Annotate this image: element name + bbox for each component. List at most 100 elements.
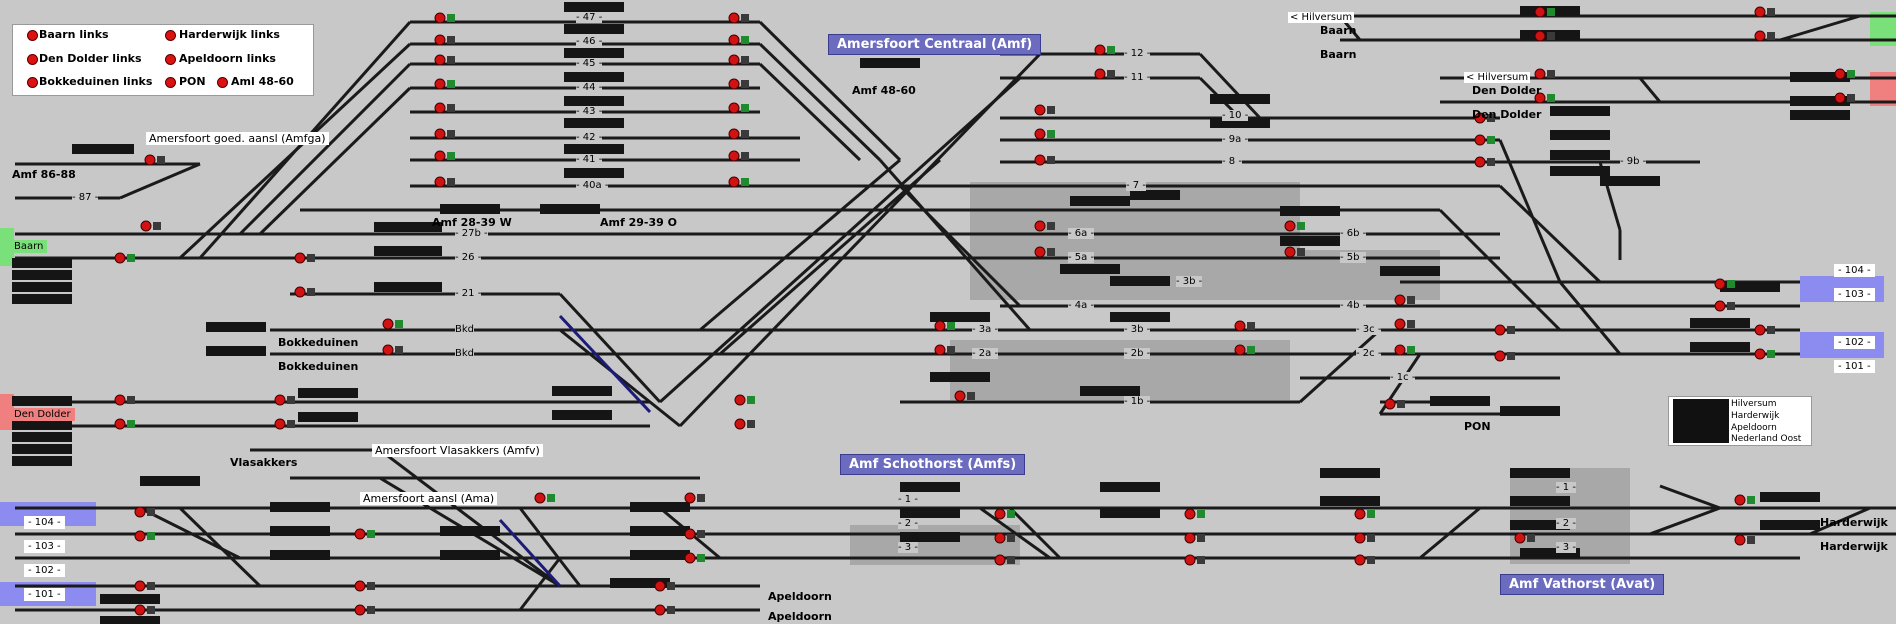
signal-red-icon[interactable] [654,604,666,616]
signal-red-icon[interactable] [1734,494,1746,506]
track-6b[interactable]: - 6b - [1340,228,1367,239]
signal-red-icon[interactable] [728,150,740,162]
signal-red-icon[interactable] [1354,508,1366,520]
signal-red-icon[interactable] [734,394,746,406]
signal-red-icon[interactable] [134,580,146,592]
signal[interactable] [434,102,455,114]
signal-red-icon[interactable] [114,394,126,406]
signal-red-icon[interactable] [1734,534,1746,546]
signal[interactable] [684,552,705,564]
signal-red-icon[interactable] [934,320,946,332]
signal[interactable] [1354,508,1375,520]
signal[interactable] [1394,344,1415,356]
signal-red-icon[interactable] [1284,246,1296,258]
location-amf-48-60[interactable]: Amf 48-60 [852,84,916,97]
signal-red-icon[interactable] [1034,246,1046,258]
track-4a[interactable]: - 4a - [1068,300,1095,311]
track-vathorst-3[interactable]: - 3 - [1556,542,1576,553]
location-baarn-2[interactable]: Baarn [1320,48,1357,61]
signal[interactable] [294,286,315,298]
signal-red-icon[interactable] [1284,220,1296,232]
signal[interactable] [294,252,315,264]
signal-red-icon[interactable] [382,318,394,330]
entry-right-101[interactable]: - 101 - [1834,360,1875,373]
station-amersfoort-centraal[interactable]: Amersfoort Centraal (Amf) [828,34,1042,55]
entry-101[interactable]: - 101 - [24,588,65,601]
location-amf-29-39-o[interactable]: Amf 29-39 O [600,216,677,229]
signal[interactable] [1354,554,1375,566]
signal[interactable] [1234,344,1255,356]
track-44[interactable]: - 44 - [576,82,603,93]
signal-red-icon[interactable] [728,12,740,24]
signal-red-icon[interactable] [1714,300,1726,312]
signal-red-icon[interactable] [1234,344,1246,356]
signal[interactable] [728,54,749,66]
signal-red-icon[interactable] [1534,92,1546,104]
signal-red-icon[interactable] [954,390,966,402]
signal[interactable] [382,344,403,356]
entry-baarn[interactable]: Baarn [10,240,48,253]
signal-red-icon[interactable] [1184,554,1196,566]
location-den-dolder-1[interactable]: Den Dolder [1472,84,1542,97]
signal[interactable] [654,580,675,592]
signal-red-icon[interactable] [434,128,446,140]
track-10[interactable]: - 10 - [1222,110,1249,121]
signal[interactable] [1034,246,1055,258]
signal-red-icon[interactable] [654,580,666,592]
signal[interactable] [1234,320,1255,332]
signal[interactable] [134,506,155,518]
track-43[interactable]: - 43 - [576,106,603,117]
track-3b[interactable]: - 3b - [1124,324,1151,335]
signal-red-icon[interactable] [728,34,740,46]
signal-red-icon[interactable] [1754,6,1766,18]
track-9b[interactable]: - 9b - [1620,156,1647,167]
signal[interactable] [382,318,403,330]
signal[interactable] [134,604,155,616]
signal-red-icon[interactable] [1184,532,1196,544]
signal-red-icon[interactable] [1394,318,1406,330]
location-baarn-1[interactable]: Baarn [1320,24,1357,37]
signal-red-icon[interactable] [1474,134,1486,146]
signal-red-icon[interactable] [1384,398,1396,410]
signal[interactable] [734,394,755,406]
signal-red-icon[interactable] [274,418,286,430]
signal-red-icon[interactable] [1184,508,1196,520]
track-5b[interactable]: - 5b - [1340,252,1367,263]
track-schothorst-3[interactable]: - 3 - [898,542,918,553]
signal-red-icon[interactable] [684,528,696,540]
signal[interactable] [1534,6,1555,18]
track-vathorst-2[interactable]: - 2 - [1556,518,1576,529]
signal-red-icon[interactable] [1534,6,1546,18]
signal-red-icon[interactable] [1714,278,1726,290]
signal-red-icon[interactable] [734,418,746,430]
signal[interactable] [1184,554,1205,566]
signal[interactable] [728,128,749,140]
signal[interactable] [274,394,295,406]
signal[interactable] [134,530,155,542]
track-6a[interactable]: - 6a - [1068,228,1095,239]
signal[interactable] [654,604,675,616]
signal-red-icon[interactable] [1354,532,1366,544]
track-40a[interactable]: - 40a - [576,180,609,191]
signal[interactable] [1284,246,1305,258]
signal[interactable] [1534,68,1555,80]
location-apeldoorn-1[interactable]: Apeldoorn [768,590,832,603]
location-bokkeduinen-2[interactable]: Bokkeduinen [278,360,359,373]
track-schothorst-1[interactable]: - 1 - [898,494,918,505]
signal[interactable] [1034,104,1055,116]
signal[interactable] [934,344,955,356]
signal[interactable] [1094,44,1115,56]
track-27b[interactable]: - 27b - [455,228,488,239]
signal[interactable] [934,320,955,332]
track-bkd-2[interactable]: Bkd [455,348,474,359]
track-3a[interactable]: - 3a - [972,324,999,335]
signal[interactable] [1474,156,1495,168]
signal[interactable] [1754,6,1775,18]
signal-red-icon[interactable] [140,220,152,232]
signal-red-icon[interactable] [434,34,446,46]
signal-red-icon[interactable] [1394,344,1406,356]
signal-red-icon[interactable] [354,528,366,540]
signal[interactable] [1034,128,1055,140]
track-45[interactable]: - 45 - [576,58,603,69]
signal[interactable] [684,492,705,504]
